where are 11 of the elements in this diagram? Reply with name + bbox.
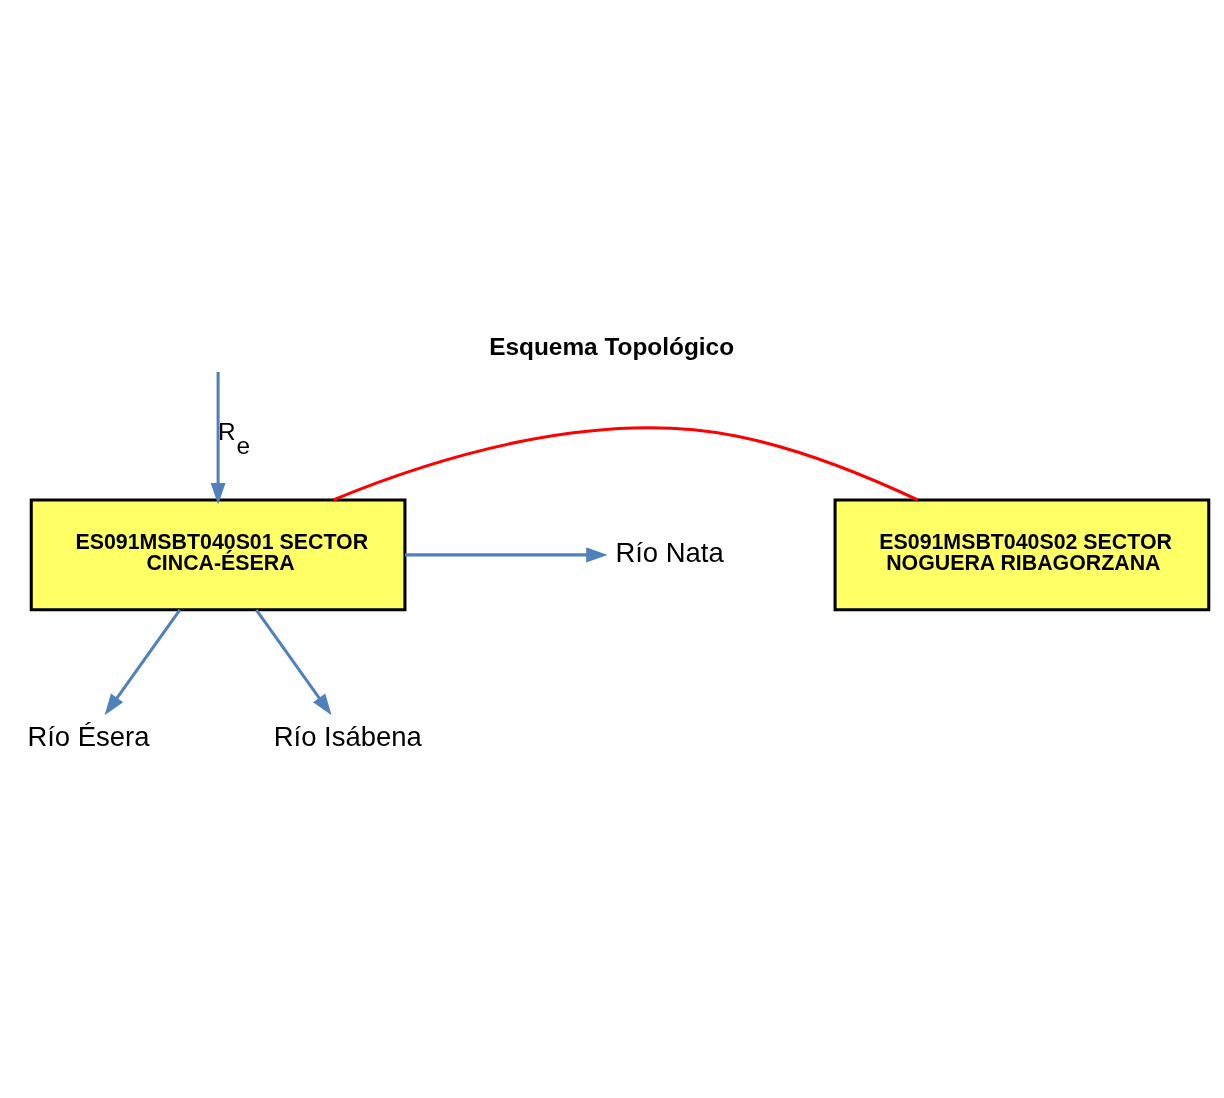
arrow	[255, 609, 332, 716]
node-box: ES091MSBT040S01 SECTOR CINCA-ÉSERA	[29, 498, 407, 612]
node-box: ES091MSBT040S02 SECTOR NOGUERA RIBAGORZANA	[833, 498, 1211, 612]
node-text: Río Nata	[615, 536, 724, 568]
connector	[332, 426, 919, 502]
diagram-title: Esquema Topológico	[489, 333, 735, 361]
arrow	[405, 547, 608, 563]
node-text: Río Isábena	[273, 721, 422, 753]
node-text: Río Ésera	[27, 721, 150, 753]
arrow	[104, 609, 182, 716]
arrow	[210, 372, 226, 505]
